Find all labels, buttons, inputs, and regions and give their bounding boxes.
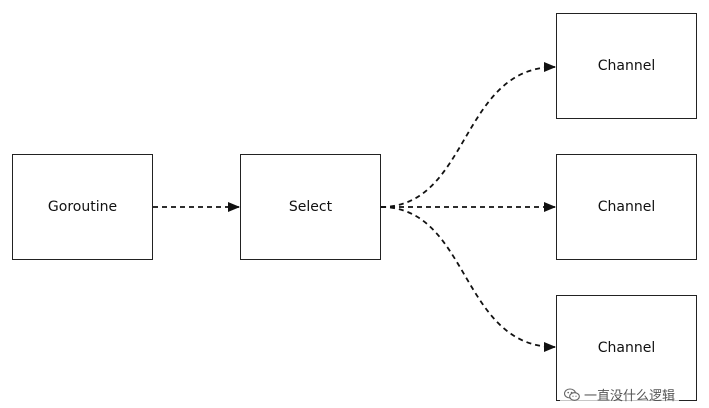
select-label: Select	[288, 199, 333, 215]
arrow-select-to-channel-1	[380, 62, 556, 208]
goroutine-label: Goroutine	[47, 199, 118, 215]
wechat-icon	[564, 387, 580, 401]
channel-node-2: Channel	[556, 154, 697, 260]
arrow-select-to-channel-3	[380, 206, 556, 352]
channel-label-2: Channel	[597, 199, 656, 215]
watermark-text: 一直没什么逻辑	[584, 389, 676, 404]
select-node: Select	[240, 154, 381, 260]
channel-label-3: Channel	[597, 340, 656, 356]
channel-node-3: Channel	[556, 295, 697, 401]
channel-node-1: Channel	[556, 13, 697, 119]
watermark: 一直没什么逻辑	[560, 385, 680, 404]
channel-label-1: Channel	[597, 58, 656, 74]
goroutine-node: Goroutine	[12, 154, 153, 260]
